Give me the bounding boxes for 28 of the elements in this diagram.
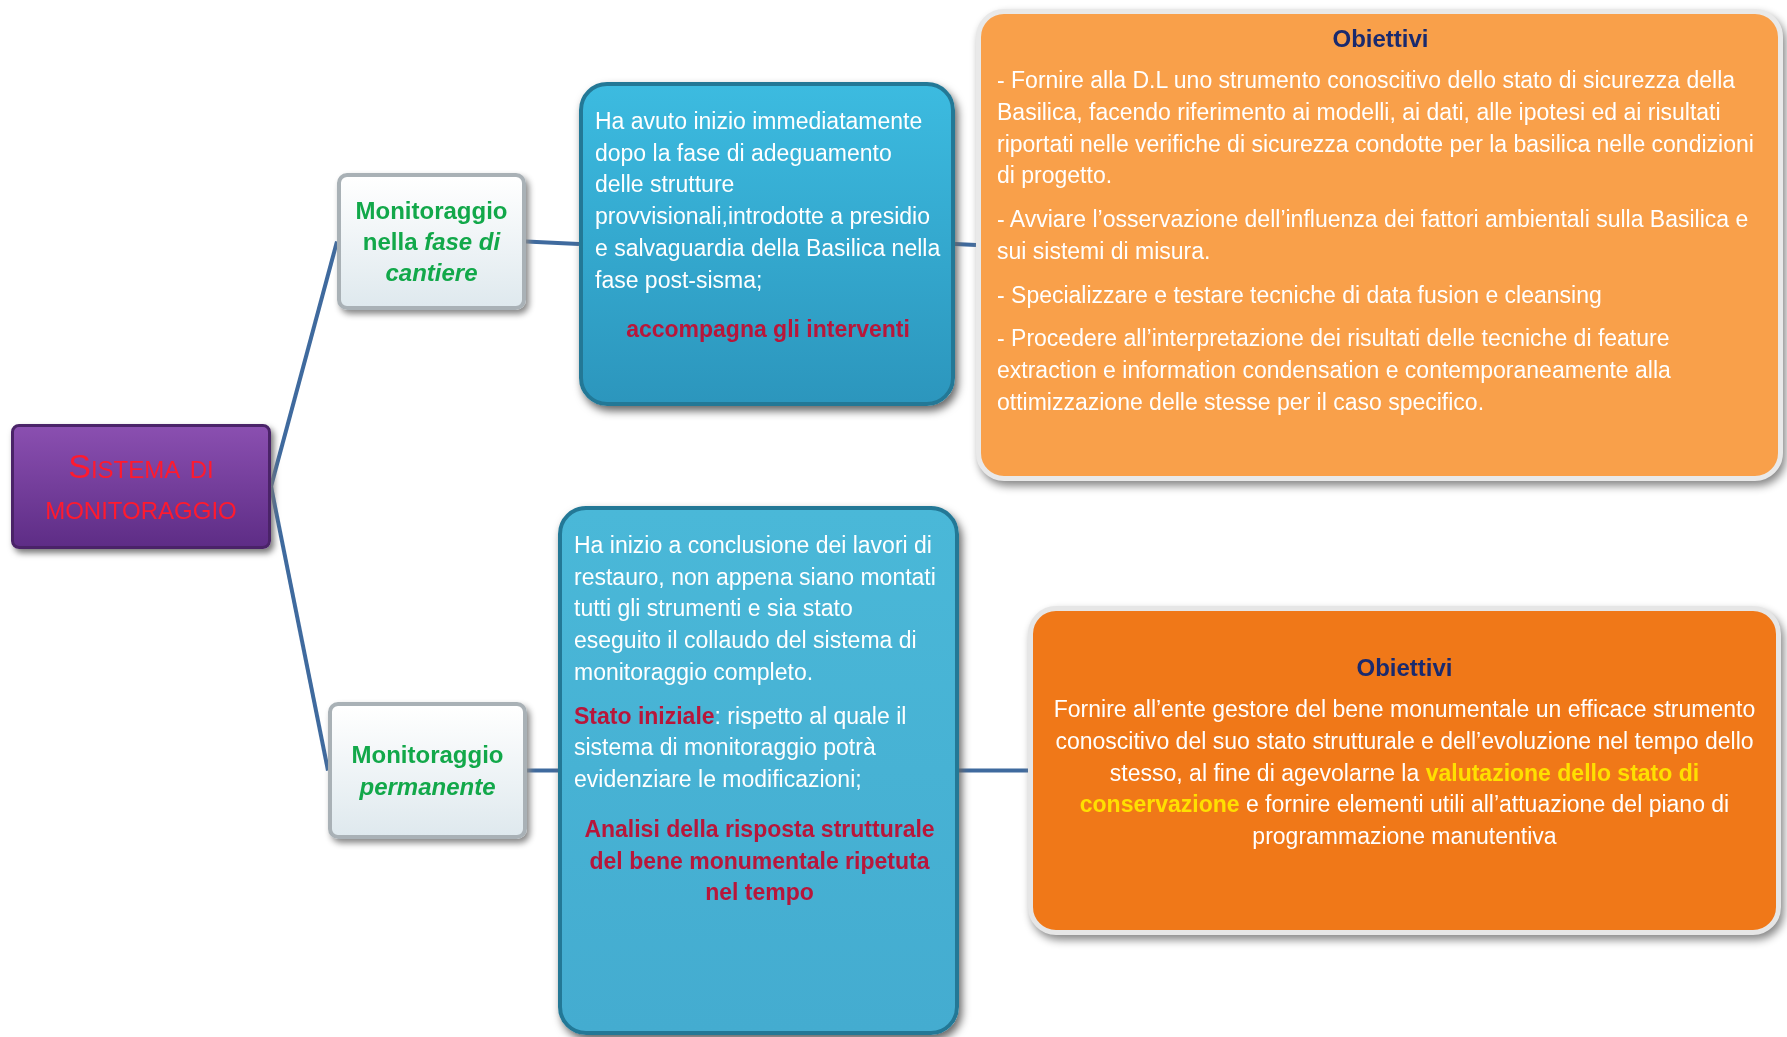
node-label: Sistema di monitoraggio: [44, 445, 238, 528]
description-box: [558, 506, 959, 1035]
objectives-box: [1028, 606, 1781, 935]
paragraph: - Avviare l’osservazione dell’influenza dei fattori ambientali sulla Basilica e sui sistemi di misura.: [997, 205, 1750, 266]
paragraph: Ha inizio a conclusione dei lavori di restauro, non appena siano montati tutti gli strumenti e sia stato eseguito il collaudo del sistema di monitoraggio completo.: [574, 531, 937, 687]
node-label: Monitoraggio nella fase di cantiere: [354, 195, 509, 289]
root-box: [11, 424, 271, 549]
paragraph: - Fornire alla D.L uno strumento conoscitivo dello stato di sicurezza della Basilica, facendo riferimento ai modelli, ai dati, alle ipotesi ed ai risultati riportati nelle verifiche di sicurezza condotte per la basilica nelle condizioni di progetto.: [997, 66, 1755, 191]
highlight-text: accompagna gli interventi: [625, 315, 911, 345]
description-box: [579, 82, 955, 406]
paragraph: - Procedere all’interpretazione dei risultati delle tecniche di feature extraction e information condensation e contemporaneamente alla ottimizzazione delle stesse per il caso specifico.: [997, 324, 1672, 417]
paragraph: Ha avuto inizio immediatamente dopo la fase di adeguamento delle strutture provvisionali,introdotte a presidio e salvaguardia della Basilica nella fase post-sisma;: [595, 107, 941, 295]
paragraph: - Specializzare e testare tecniche di data fusion e cleansing: [997, 280, 1603, 310]
connector-line: [269, 240, 339, 488]
connector-line: [269, 486, 330, 771]
phase-box: [337, 173, 526, 310]
heading: Obiettivi: [1355, 653, 1454, 683]
paragraph: Fornire all’ente gestore del bene monumentale un efficace strumento conoscitivo del suo stato strutturale e dell’evoluzione nel tempo dello stesso, al fine di agevolarne la valutazione dello stato di conservazione e fornire elementi utili all’attuazione del piano di programmazione manutentiva: [1052, 695, 1757, 852]
connector-line: [525, 239, 580, 246]
heading: Obiettivi: [1331, 24, 1430, 54]
highlight-text: Analisi della risposta strutturale del bene monumentale ripetuta nel tempo: [583, 814, 936, 908]
objectives-box: [976, 9, 1783, 481]
connector-line: [954, 242, 977, 247]
paragraph: Stato iniziale: rispetto al quale il sistema di monitoraggio potrà evidenziare le modificazioni;: [574, 701, 908, 795]
connector-line: [527, 768, 558, 773]
phase-box: [328, 702, 527, 839]
connector-line: [959, 768, 1028, 773]
node-label: Monitoraggio permanente: [350, 740, 505, 802]
